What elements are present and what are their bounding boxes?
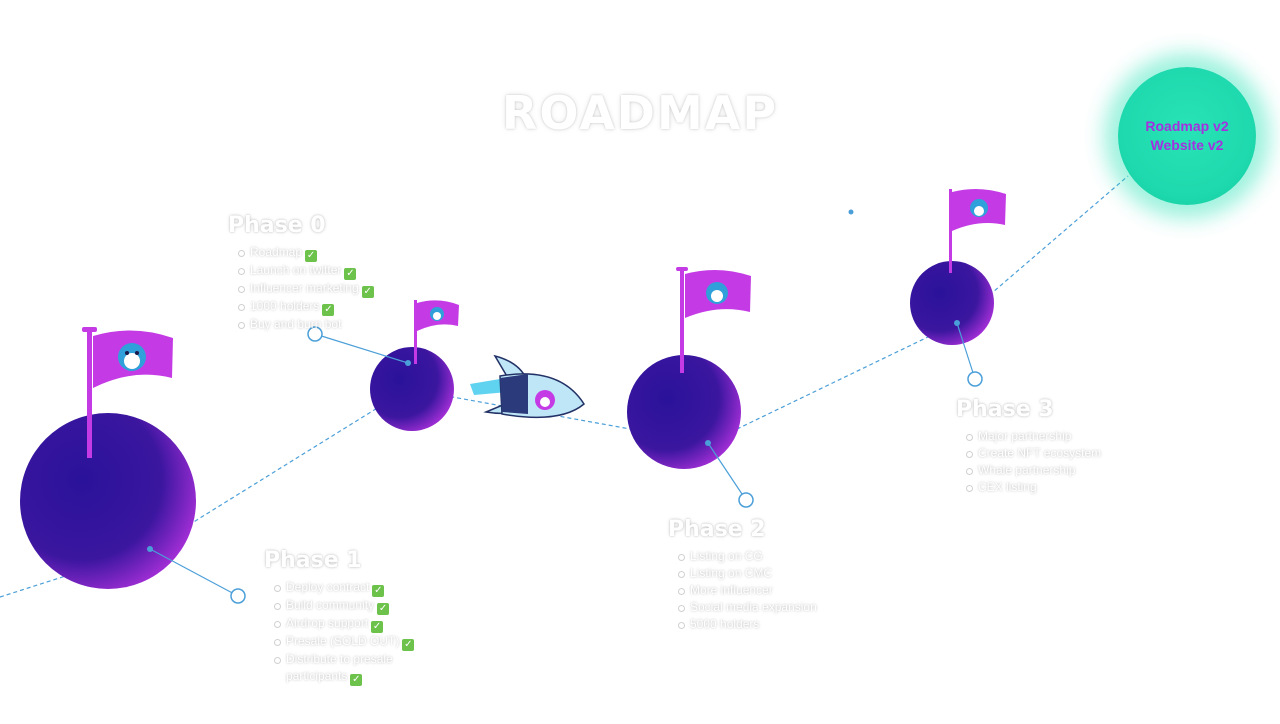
planet-phase-2 xyxy=(627,355,741,469)
phase-title: Phase 3 xyxy=(956,397,1054,422)
check-box-icon: ✓ xyxy=(344,268,357,280)
list-item: Listing on CG xyxy=(678,548,848,565)
list-item: Airdrop support✓ xyxy=(274,615,444,633)
check-box-icon: ✓ xyxy=(361,286,374,298)
check-box-icon: ✓ xyxy=(377,603,390,615)
phase-0-block: Phase 0 Roadmap✓ Launch on twitter✓ Infl… xyxy=(228,213,408,333)
check-box-icon: ✓ xyxy=(350,674,363,686)
goal-line-2: Website v2 xyxy=(1150,137,1224,153)
list-item: CEX listing xyxy=(966,479,1156,496)
list-item: 1000 holders✓ xyxy=(238,298,408,316)
connector-end-node xyxy=(307,326,323,342)
check-box-icon: ✓ xyxy=(322,304,335,316)
phase-2-block: Phase 2 Listing on CG Listing on CMC Mor… xyxy=(668,517,848,633)
connector-node xyxy=(405,360,411,366)
list-item: Distribute to presale participants✓ xyxy=(274,651,396,686)
list-item: Buy and burn bot xyxy=(238,316,408,333)
check-box-icon: ✓ xyxy=(371,621,384,633)
connector-end-node xyxy=(230,588,246,604)
goal-badge: Roadmap v2 Website v2 xyxy=(1118,67,1256,205)
connector-phase-2 xyxy=(707,442,747,501)
list-item: Major partnership xyxy=(966,428,1156,445)
planet-phase-1 xyxy=(20,413,196,589)
phase-3-block: Phase 3 Major partnership Create NFT eco… xyxy=(956,397,1156,496)
list-item: Roadmap✓ xyxy=(238,244,408,262)
phase-1-block: Phase 1 Deploy contract✓ Build community… xyxy=(264,548,444,686)
connector-phase-3 xyxy=(956,322,976,380)
flag-icon xyxy=(414,300,459,364)
list-item: Listing on CMC xyxy=(678,565,848,582)
connector-node xyxy=(954,320,960,326)
list-item: Create NFT ecosystem xyxy=(966,445,1156,462)
phase-title: Phase 2 xyxy=(668,517,766,542)
check-box-icon: ✓ xyxy=(402,639,415,651)
connector-node xyxy=(705,440,711,446)
list-item: Social media expansion xyxy=(678,599,848,616)
goal-line-1: Roadmap v2 xyxy=(1145,118,1229,134)
star-dot xyxy=(848,209,854,215)
connector-node xyxy=(147,546,153,552)
list-item: Deploy contract✓ xyxy=(274,579,444,597)
list-item: Presale (SOLD OUT)✓ xyxy=(274,633,444,651)
list-item: Launch on twitter✓ xyxy=(238,262,408,280)
phase-title: Phase 1 xyxy=(264,548,362,573)
planet-phase-3 xyxy=(910,261,994,345)
flag-icon xyxy=(676,267,751,373)
list-item: 5000 holders xyxy=(678,616,848,633)
list-item: Build community✓ xyxy=(274,597,444,615)
check-box-icon: ✓ xyxy=(372,585,385,597)
page-title: ROADMAP xyxy=(501,86,779,140)
connector-end-node xyxy=(967,371,983,387)
rocket-icon xyxy=(470,354,585,419)
connector-end-node xyxy=(738,492,754,508)
list-item: Influencer marketing✓ xyxy=(238,280,408,298)
list-item: Whale partnership xyxy=(966,462,1156,479)
connector-phase-0 xyxy=(314,333,409,364)
check-box-icon: ✓ xyxy=(305,250,318,262)
phase-title: Phase 0 xyxy=(228,213,326,238)
flag-icon xyxy=(949,188,1006,273)
flag-icon xyxy=(82,327,173,458)
planet-phase-0 xyxy=(370,347,454,431)
connector-phase-1 xyxy=(149,548,239,597)
list-item: More influencer xyxy=(678,582,848,599)
